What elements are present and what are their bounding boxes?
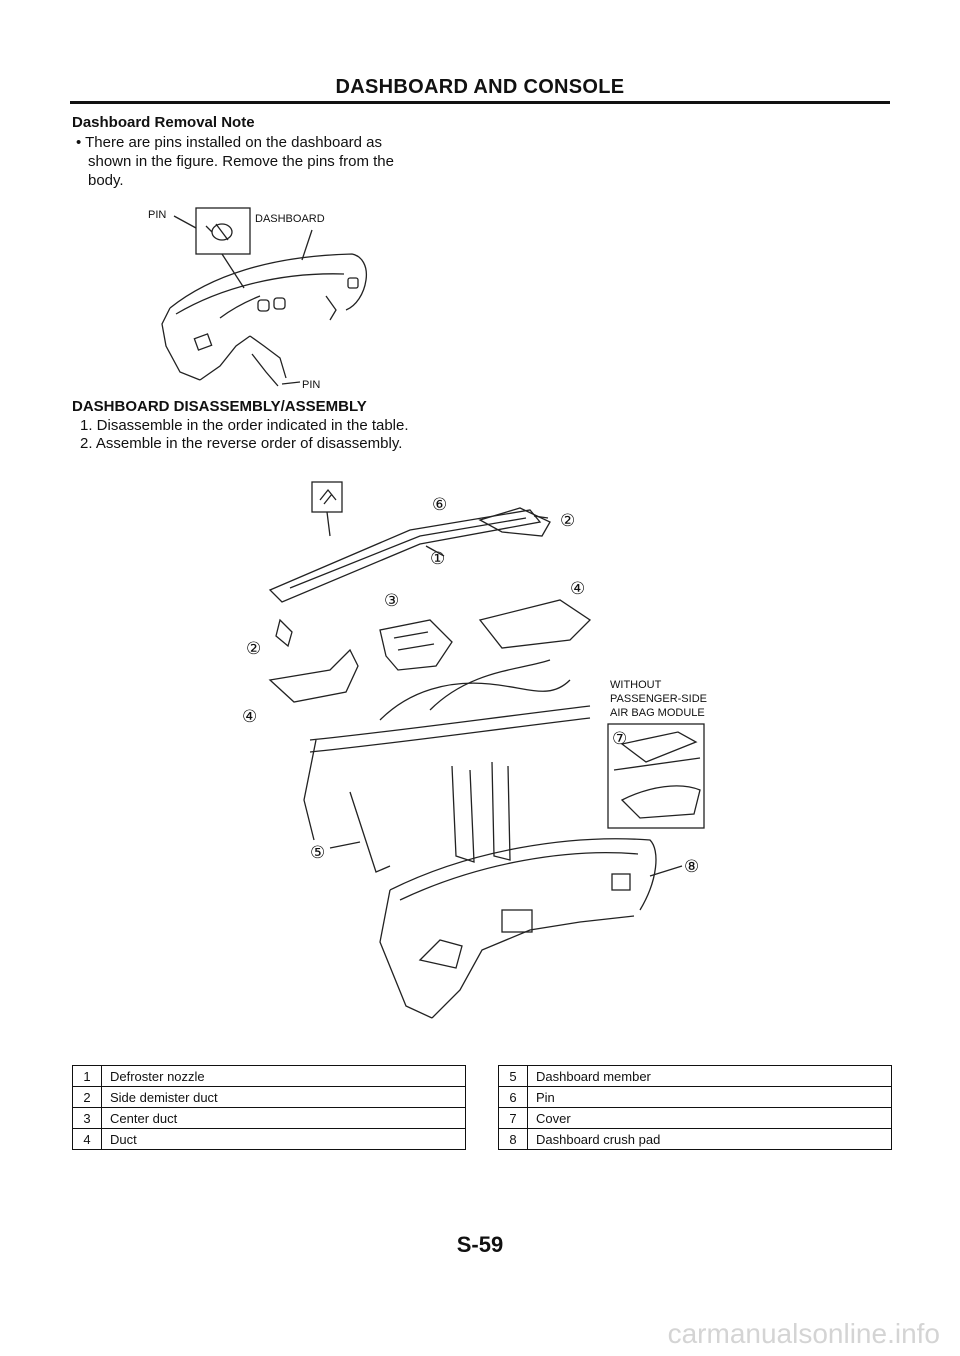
part-number: 3 — [72, 1107, 102, 1129]
part-name: Center duct — [101, 1107, 466, 1129]
dashboard-crush-pad-illustration — [379, 838, 657, 1019]
table-row: 6 Pin — [498, 1086, 892, 1108]
center-duct-illustration — [379, 619, 453, 671]
callout-2-left: ② — [246, 639, 261, 658]
side-demister-duct-right-illustration — [478, 507, 551, 537]
dashboard-pin-figure: PIN DASHBOARD PIN — [148, 207, 368, 391]
part-name: Pin — [527, 1086, 892, 1108]
part-number: 7 — [498, 1107, 528, 1129]
callout-7: ⑦ — [612, 729, 627, 748]
part-number: 4 — [72, 1128, 102, 1150]
callout-3: ③ — [384, 591, 399, 610]
pin-bottom-label: PIN — [302, 379, 320, 391]
disassembly-heading: DASHBOARD DISASSEMBLY/ASSEMBLY — [72, 398, 367, 415]
table-row: 3 Center duct — [72, 1107, 466, 1129]
table-row: 7 Cover — [498, 1107, 892, 1129]
exploded-view-diagram: WITHOUT PASSENGER-SIDE AIR BAG MODULE ⑥ … — [242, 481, 707, 1019]
part-name: Dashboard crush pad — [527, 1128, 892, 1150]
part-number: 6 — [498, 1086, 528, 1108]
removal-note-line-2: shown in the figure. Remove the pins fro… — [88, 153, 394, 170]
part-number: 1 — [72, 1065, 102, 1087]
dashboard-label: DASHBOARD — [255, 213, 325, 225]
part-name: Dashboard member — [527, 1065, 892, 1087]
callout-8: ⑧ — [684, 857, 699, 876]
removal-note-line-3: body. — [88, 172, 124, 189]
title-rule — [70, 101, 890, 104]
inset-caption-line-1: WITHOUT — [610, 679, 662, 691]
part-name: Defroster nozzle — [101, 1065, 466, 1087]
watermark: carmanualsonline.info — [667, 1318, 940, 1349]
pin-detail-inset — [195, 207, 251, 255]
table-row: 1 Defroster nozzle — [72, 1065, 466, 1087]
duct-left-illustration — [268, 618, 359, 703]
parts-table-right: 5 Dashboard member 6 Pin 7 Cover 8 Dashb… — [498, 1065, 892, 1150]
dashboard-member-illustration — [303, 659, 591, 873]
part-name: Duct — [101, 1128, 466, 1150]
parts-table-left: 1 Defroster nozzle 2 Side demister duct … — [72, 1065, 466, 1150]
table-row: 8 Dashboard crush pad — [498, 1128, 892, 1150]
disassembly-step-1: 1. Disassemble in the order indicated in… — [80, 417, 409, 434]
page-title: DASHBOARD AND CONSOLE — [335, 76, 625, 98]
pin-icon — [205, 223, 233, 241]
table-row: 2 Side demister duct — [72, 1086, 466, 1108]
disassembly-step-2: 2. Assemble in the reverse order of disa… — [80, 435, 403, 452]
cover-inset-illustration — [607, 723, 705, 829]
part-number: 8 — [498, 1128, 528, 1150]
dashboard-illustration — [161, 253, 368, 387]
part-number: 5 — [498, 1065, 528, 1087]
part-name: Cover — [527, 1107, 892, 1129]
inset-caption-line-3: AIR BAG MODULE — [610, 707, 705, 719]
callout-6: ⑥ — [432, 495, 447, 514]
table-row: 4 Duct — [72, 1128, 466, 1150]
callout-4-left: ④ — [242, 707, 257, 726]
part-name: Side demister duct — [101, 1086, 466, 1108]
callout-1: ① — [430, 549, 445, 568]
pin-top-label: PIN — [148, 209, 166, 221]
defroster-nozzle-illustration — [268, 481, 542, 603]
page-number: S-59 — [456, 1232, 504, 1257]
removal-note-heading: Dashboard Removal Note — [72, 114, 255, 131]
duct-right-illustration — [478, 599, 592, 649]
table-row: 5 Dashboard member — [498, 1065, 892, 1087]
inset-caption-line-2: PASSENGER-SIDE — [610, 693, 707, 705]
part-number: 2 — [72, 1086, 102, 1108]
callout-2-right: ② — [560, 511, 575, 530]
removal-note-bullet: • There are pins installed on the dashbo… — [76, 134, 383, 151]
callout-5: ⑤ — [310, 843, 325, 862]
callout-4-right: ④ — [570, 579, 585, 598]
